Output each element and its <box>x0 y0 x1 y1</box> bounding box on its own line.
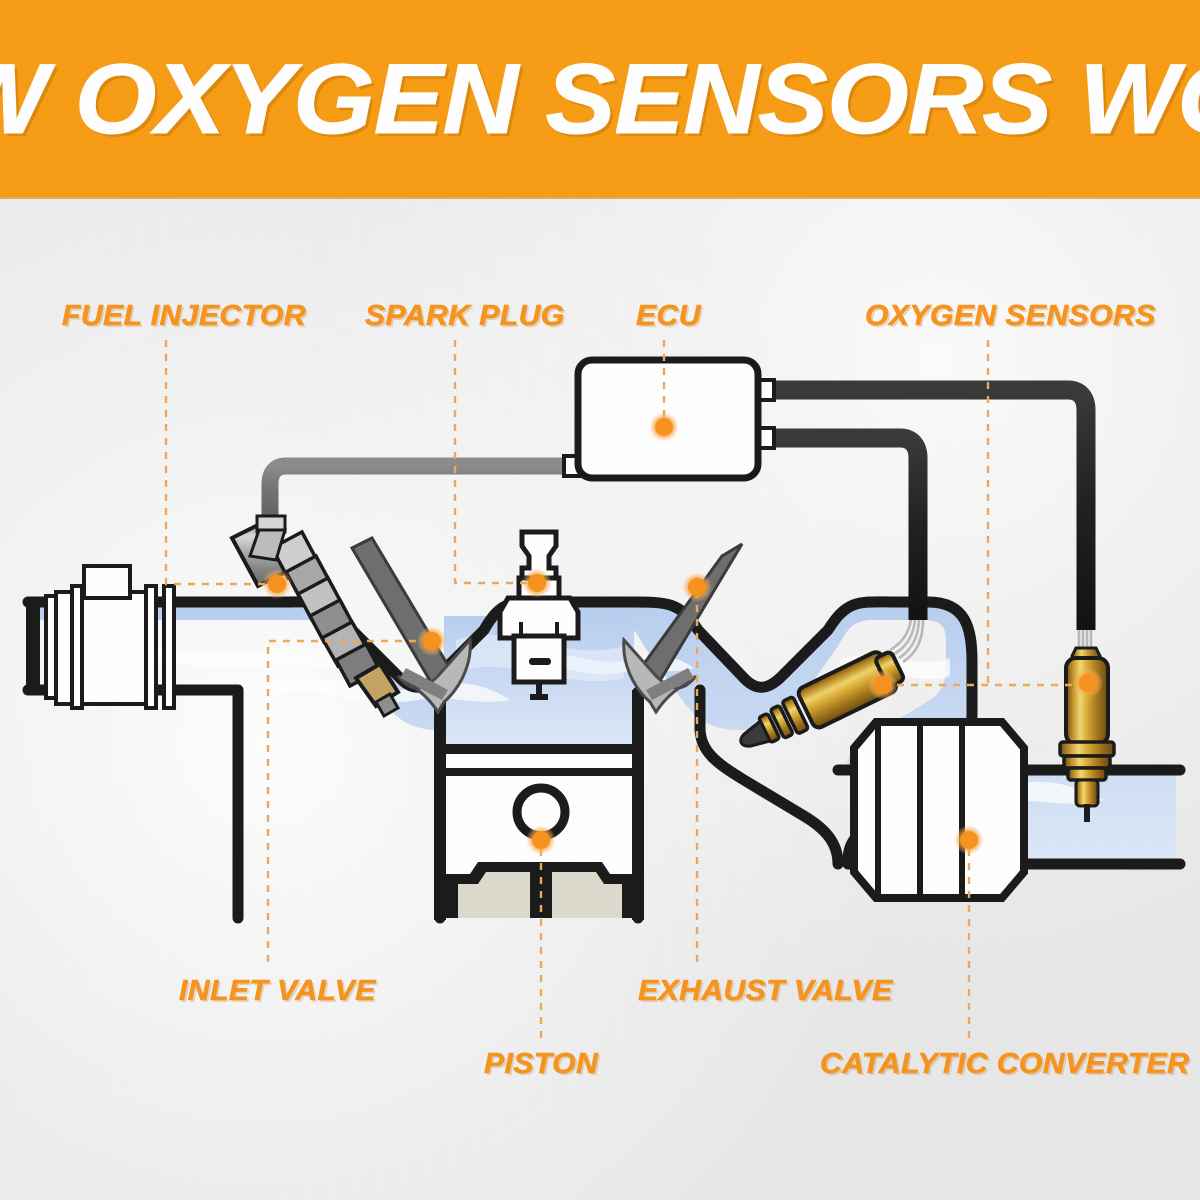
label-spark-plug: SPARK PLUG <box>365 300 565 332</box>
cylinder-walls <box>434 690 644 920</box>
ecu-cable-lower <box>750 426 928 664</box>
page-title: HOW OXYGEN SENSORS WORK <box>0 43 1200 154</box>
label-catalytic-converter: CATALYTIC CONVERTER <box>820 1048 1190 1080</box>
label-inlet-valve: INLET VALVE <box>179 975 376 1007</box>
catalytic-converter-part <box>850 718 1028 902</box>
spark-plug-part <box>497 529 581 700</box>
label-exhaust-valve: EXHAUST VALVE <box>638 975 893 1007</box>
exhaust-valve-part <box>622 542 744 715</box>
label-oxygen-sensors: OXYGEN SENSORS <box>865 300 1156 332</box>
label-piston: PISTON <box>484 1048 599 1080</box>
label-ecu: ECU <box>636 300 701 332</box>
piston-part <box>446 744 632 918</box>
label-fuel-injector: FUEL INJECTOR <box>62 300 306 332</box>
header-banner: HOW OXYGEN SENSORS WORK <box>0 0 1200 197</box>
downstream-o2-sensor <box>1058 646 1116 822</box>
callout-markers <box>262 412 1103 855</box>
air-intake-housing <box>26 564 176 710</box>
